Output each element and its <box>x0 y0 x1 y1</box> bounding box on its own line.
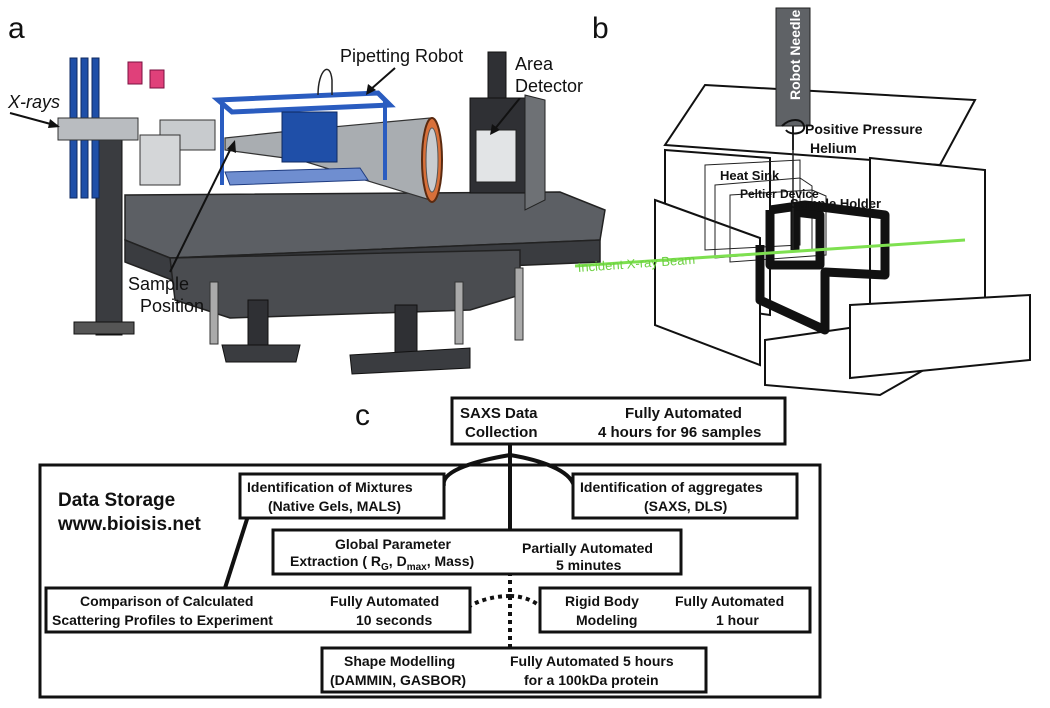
beamline-block <box>139 134 181 186</box>
shape-modelling-auto-1: Fully Automated 5 hours <box>510 653 674 669</box>
data-storage-url: www.bioisis.net <box>57 514 202 535</box>
shape-modelling-title-2: (DAMMIN, GASBOR) <box>330 672 466 688</box>
label-pipetting-robot: Pipetting Robot <box>340 46 463 66</box>
label-robot-needle: Robot Needle <box>787 10 803 100</box>
shape-modelling-box <box>320 646 708 694</box>
panel-c: c SAXS Data Collection Fully Automated 4… <box>38 396 822 699</box>
incident-x-ray-beam <box>574 238 966 268</box>
area-detector-face <box>475 129 517 183</box>
connector-to-comparison <box>223 515 250 589</box>
label-area-detector-1: Area <box>515 54 554 74</box>
rigid-body-auto-1: Fully Automated <box>675 593 784 609</box>
comparison-auto-1: Fully Automated <box>330 593 439 609</box>
global-parameter-title: Global Parameter <box>335 536 451 552</box>
aggregates-box <box>571 472 799 520</box>
panel-label-b: b <box>592 12 609 45</box>
valve <box>127 61 143 85</box>
robot-cable <box>317 68 333 96</box>
robot-needle-body <box>775 7 811 127</box>
pipetting-robot-arrowhead <box>366 84 376 95</box>
flight-tube-window <box>425 127 439 193</box>
x-rays-arrowhead <box>48 119 60 128</box>
mixtures-box <box>238 472 446 520</box>
pipetting-robot-pointer <box>369 67 396 91</box>
pipetting-robot-frame <box>211 90 396 115</box>
panel-b: b Robot Needle Positive Pressure Helium … <box>574 7 1031 397</box>
mixtures-methods: (Native Gels, MALS) <box>268 498 401 514</box>
panel-label-c: c <box>355 399 370 432</box>
global-parameter-auto-1: Partially Automated <box>522 540 653 556</box>
support-post <box>209 281 219 345</box>
valve <box>149 69 165 89</box>
global-parameter-auto-2: 5 minutes <box>556 557 622 573</box>
panel-a: a <box>7 12 606 375</box>
label-positive-pressure-2: Helium <box>810 140 857 156</box>
support-foot <box>221 344 301 363</box>
sample-position-arrowhead <box>227 140 236 153</box>
saxs-title-1: SAXS Data <box>460 405 538 422</box>
area-detector-arrowhead <box>490 124 500 135</box>
global-parameter-box <box>271 528 683 576</box>
positive-pressure-swirl <box>781 119 806 135</box>
rigid-body-title-2: Modeling <box>576 612 637 628</box>
support-post <box>454 281 464 345</box>
area-detector-pointer <box>493 97 521 131</box>
rigid-body-auto-2: 1 hour <box>716 612 759 628</box>
robot-plate <box>224 167 369 186</box>
aggregates-methods: (SAXS, DLS) <box>644 498 727 514</box>
label-positive-pressure-1: Positive Pressure <box>805 121 923 137</box>
label-x-rays: X-rays <box>7 92 60 112</box>
panel-label-a: a <box>8 12 25 45</box>
comparison-auto-2: 10 seconds <box>356 612 432 628</box>
saxs-auto-1: Fully Automated <box>625 405 742 422</box>
comparison-title-1: Comparison of Calculated <box>80 593 253 609</box>
comparison-title-2: Scattering Profiles to Experiment <box>52 612 273 628</box>
saxs-title-2: Collection <box>465 424 538 441</box>
data-storage-title: Data Storage <box>58 490 175 511</box>
connector-to-mixtures <box>441 453 511 487</box>
peltier-box-inner <box>729 189 827 263</box>
area-detector-head <box>487 51 507 99</box>
saxs-auto-2: 4 hours for 96 samples <box>598 424 761 441</box>
robot-carriage <box>281 111 338 163</box>
left-shield <box>654 198 761 367</box>
mixtures-title: Identification of Mixtures <box>247 479 413 495</box>
connector-to-aggregates <box>509 453 576 487</box>
sample-position-pointer <box>169 145 233 273</box>
label-sample-position-2: Position <box>140 296 204 316</box>
vertical-column <box>95 134 123 336</box>
sample-holder-outer <box>755 200 890 335</box>
heat-sink-box <box>704 159 801 251</box>
shape-modelling-auto-2: for a 100kDa protein <box>524 672 659 688</box>
beamline-slits <box>57 117 139 141</box>
label-area-detector-2: Detector <box>515 76 583 96</box>
saxs-collection-box <box>450 396 787 446</box>
support-frame <box>169 249 521 319</box>
comparison-box <box>44 586 472 634</box>
rigid-body-title-1: Rigid Body <box>565 593 639 609</box>
global-parameter-detail: Extraction ( RG, Dmax, Mass) <box>290 553 474 573</box>
support-post <box>514 267 524 341</box>
sample-holder <box>765 207 825 270</box>
connector-dotted-left <box>468 594 511 608</box>
shape-modelling-title-1: Shape Modelling <box>344 653 455 669</box>
right-shield <box>849 293 1031 380</box>
label-sample-holder: Sample Holder <box>790 196 881 211</box>
connector-dotted-right <box>509 594 542 608</box>
rigid-body-box <box>538 586 812 634</box>
label-heat-sink: Heat Sink <box>720 168 780 183</box>
label-sample-position-1: Sample <box>128 274 189 294</box>
column-base <box>73 321 135 335</box>
detector-support <box>524 94 546 211</box>
aggregates-title: Identification of aggregates <box>580 479 763 495</box>
support-foot <box>349 347 471 375</box>
label-peltier: Peltier Device <box>740 187 819 201</box>
workflow-container <box>38 463 822 699</box>
